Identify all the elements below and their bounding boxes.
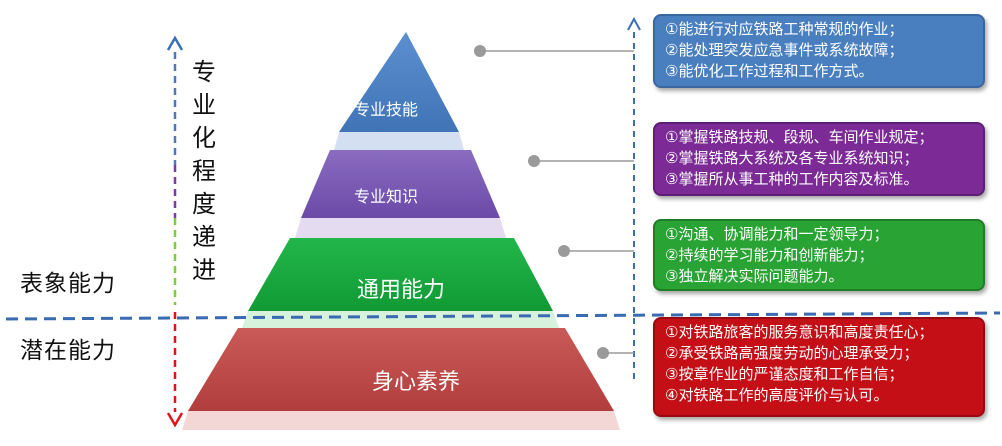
general-ability-info-box: ①沟通、协调能力和一定领导力； ②持续的学习能力和创新能力； ③独立解决实际问题… (653, 219, 985, 291)
level-label-general: 通用能力 (356, 278, 445, 303)
info-item: ③按章作业的严谨态度和工作自信； (665, 365, 904, 383)
connector-dots (474, 45, 634, 359)
surface-ability-label: 表象能力 (20, 271, 116, 297)
info-item: ③掌握所从事工种的工作内容及标准。 (665, 170, 919, 188)
connector-dot (597, 347, 609, 359)
knowledge-info-box: ①掌握铁路技规、段规、车间作业规定； ②掌握铁路大系统及各专业系统知识； ③掌握… (653, 122, 985, 196)
level-label-skills: 专业技能 (353, 100, 418, 119)
pyramid-level-knowledge (301, 150, 500, 218)
latent-ability-label: 潜在能力 (20, 338, 116, 364)
professionalization-caption: 专业化程度递进 (192, 58, 216, 284)
info-item: ①对铁路旅客的服务意识和高度责任心； (665, 323, 934, 341)
arrow-up-head-icon (166, 35, 184, 51)
arrow-up-head-icon (627, 16, 641, 31)
connector-dot (474, 45, 486, 57)
pyramid-level-skills (339, 32, 459, 132)
connector-dot (528, 155, 540, 167)
info-item: ④对铁路工作的高度评价与认可。 (665, 386, 889, 404)
connector-dot (558, 245, 570, 257)
level-label-literacy: 身心素养 (371, 370, 460, 395)
arrow-down-head-icon (166, 412, 184, 428)
pyramid-level-general (248, 238, 553, 311)
ability-divider-line (5, 311, 1001, 321)
info-item: ①沟通、协调能力和一定领导力； (665, 225, 889, 243)
info-item: ③能优化工作过程和工作方式。 (665, 62, 874, 80)
info-item: ②能处理突发应急事件或系统故障； (665, 41, 904, 59)
info-item: ①掌握铁路技规、段规、车间作业规定； (665, 128, 934, 146)
info-item: ①能进行对应铁路工种常规的作业； (665, 20, 904, 38)
level-label-knowledge: 专业知识 (353, 187, 418, 206)
literacy-info-box: ①对铁路旅客的服务意识和高度责任心； ②承受铁路高强度劳动的心理承受力； ③按章… (653, 317, 985, 417)
info-item: ②掌握铁路大系统及各专业系统知识； (665, 149, 919, 167)
info-item: ②承受铁路高强度劳动的心理承受力； (665, 344, 919, 362)
pyramid (182, 32, 620, 430)
progression-arrow (166, 35, 184, 428)
skills-info-box: ①能进行对应铁路工种常规的作业； ②能处理突发应急事件或系统故障； ③能优化工作… (653, 14, 985, 88)
pyramid-level-literacy (188, 328, 614, 411)
box-connector-arrow (627, 16, 641, 384)
info-item: ②持续的学习能力和创新能力； (665, 246, 874, 264)
info-item: ③独立解决实际问题能力。 (665, 267, 844, 285)
